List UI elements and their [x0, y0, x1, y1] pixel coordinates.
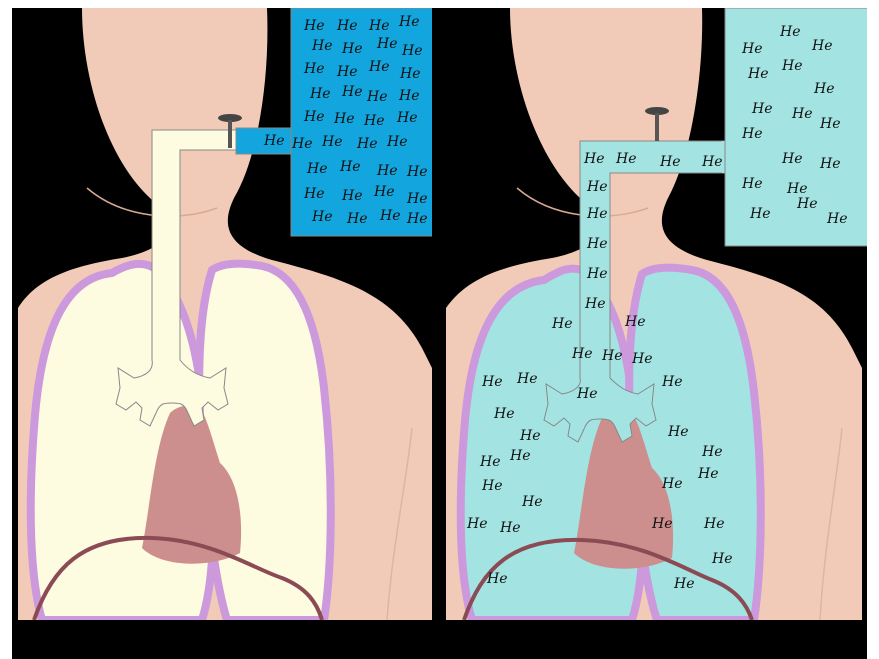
he-before-15: He	[398, 88, 420, 104]
he-after-45: He	[651, 516, 673, 532]
he-before-34: He	[346, 211, 368, 227]
he-after-49: He	[711, 551, 733, 567]
he-after-5: He	[813, 81, 835, 97]
he-after-32: He	[516, 371, 538, 387]
he-before-13: He	[341, 84, 363, 100]
he-after-31: He	[481, 374, 503, 390]
he-after-50: He	[486, 571, 508, 587]
he-after-33: He	[576, 386, 598, 402]
he-before-20: He	[263, 133, 285, 149]
he-before-6: He	[376, 36, 398, 52]
he-after-25: He	[551, 316, 573, 332]
he-before-32: He	[406, 191, 428, 207]
he-before-8: He	[303, 61, 325, 77]
he-before-26: He	[339, 159, 361, 175]
he-after-9: He	[741, 126, 763, 142]
he-before-18: He	[363, 113, 385, 129]
he-after-19: He	[659, 154, 681, 170]
caption-before	[28, 622, 408, 650]
he-before-23: He	[356, 136, 378, 152]
he-after-51: He	[673, 576, 695, 592]
he-after-34: He	[661, 374, 683, 390]
he-before-22: He	[321, 134, 343, 150]
he-before-35: He	[379, 208, 401, 224]
he-before-28: He	[406, 164, 428, 180]
he-after-40: He	[521, 494, 543, 510]
he-after-47: He	[466, 516, 488, 532]
he-after-15: He	[796, 196, 818, 212]
he-before-27: He	[376, 163, 398, 179]
he-after-18: He	[615, 151, 637, 167]
caption-after	[460, 622, 840, 650]
he-after-13: He	[786, 181, 808, 197]
he-before-10: He	[368, 59, 390, 75]
he-before-2: He	[368, 18, 390, 34]
he-after-23: He	[586, 236, 608, 252]
he-after-2: He	[811, 38, 833, 54]
he-after-21: He	[586, 179, 608, 195]
he-before-14: He	[366, 89, 388, 105]
he-after-36: He	[519, 428, 541, 444]
he-before-9: He	[336, 64, 358, 80]
he-after-0: He	[779, 24, 801, 40]
he-after-3: He	[747, 66, 769, 82]
he-before-0: He	[303, 18, 325, 34]
he-before-29: He	[303, 186, 325, 202]
he-after-12: He	[741, 176, 763, 192]
he-before-30: He	[341, 188, 363, 204]
he-before-17: He	[333, 111, 355, 127]
he-after-42: He	[701, 444, 723, 460]
he-before-7: He	[401, 43, 423, 59]
he-after-37: He	[479, 454, 501, 470]
he-before-24: He	[386, 134, 408, 150]
he-before-36: He	[406, 211, 428, 227]
he-after-10: He	[781, 151, 803, 167]
he-before-19: He	[396, 110, 418, 126]
he-before-5: He	[341, 41, 363, 57]
he-after-46: He	[703, 516, 725, 532]
he-after-35: He	[493, 406, 515, 422]
he-after-8: He	[819, 116, 841, 132]
he-after-41: He	[667, 424, 689, 440]
he-after-7: He	[791, 106, 813, 122]
he-after-22: He	[586, 206, 608, 222]
he-before-1: He	[336, 18, 358, 34]
he-after-26: He	[584, 296, 606, 312]
he-after-11: He	[819, 156, 841, 172]
right-lung-left-panel	[199, 264, 331, 620]
he-before-21: He	[291, 136, 313, 152]
he-after-6: He	[751, 101, 773, 117]
he-after-38: He	[509, 448, 531, 464]
he-after-4: He	[781, 58, 803, 74]
he-after-14: He	[749, 206, 771, 222]
he-after-27: He	[624, 314, 646, 330]
he-after-48: He	[499, 520, 521, 536]
he-after-28: He	[571, 346, 593, 362]
he-before-31: He	[373, 184, 395, 200]
he-before-4: He	[311, 38, 333, 54]
he-before-11: He	[399, 66, 421, 82]
he-after-43: He	[661, 476, 683, 492]
he-after-24: He	[586, 266, 608, 282]
he-after-39: He	[481, 478, 503, 494]
he-after-17: He	[583, 151, 605, 167]
he-before-33: He	[311, 209, 333, 225]
right-lung-right-panel	[629, 268, 761, 620]
he-after-1: He	[741, 41, 763, 57]
he-after-29: He	[601, 348, 623, 364]
he-after-20: He	[701, 154, 723, 170]
he-after-44: He	[697, 466, 719, 482]
he-after-16: He	[826, 211, 848, 227]
he-before-12: He	[309, 86, 331, 102]
he-before-25: He	[306, 161, 328, 177]
he-after-30: He	[631, 351, 653, 367]
he-before-16: He	[303, 109, 325, 125]
he-before-3: He	[398, 14, 420, 30]
helium-dilution-diagram: HeHeHeHeHeHeHeHeHeHeHeHeHeHeHeHeHeHeHeHe…	[12, 8, 867, 659]
